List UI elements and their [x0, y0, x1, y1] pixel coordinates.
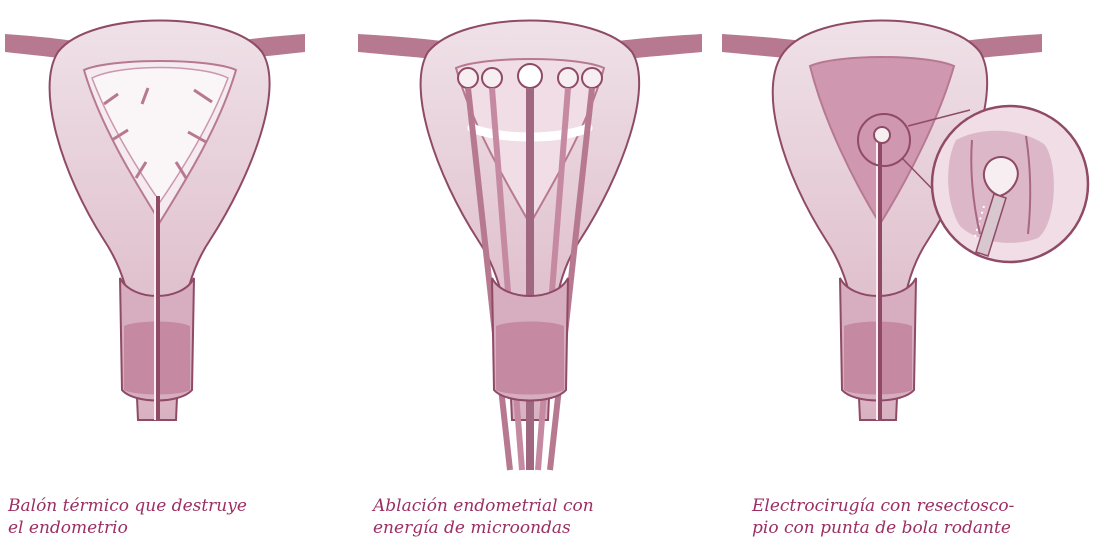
uterus-illustration-balloon [0, 0, 320, 549]
caption-electrosurgery-line-2: pio con punta de bola rodante [752, 517, 1014, 539]
caption-microwave-ablation-line-2: energía de microondas [373, 517, 594, 539]
panel-microwave-ablation [350, 0, 710, 549]
uterus-illustration-electrosurgery [712, 0, 1094, 549]
vaginal-canal [496, 322, 564, 395]
caption-thermal-balloon-line-1: Balón térmico que destruye [8, 495, 247, 517]
panel-electrosurgery [712, 0, 1094, 549]
caption-thermal-balloon-line-2: el endometrio [8, 517, 247, 539]
caption-thermal-balloon: Balón térmico que destruye el endometrio [8, 495, 247, 539]
caption-electrosurgery-line-1: Electrocirugía con resectosco- [752, 495, 1014, 517]
panel-thermal-balloon [0, 0, 320, 549]
uterus-illustration-microwave [350, 0, 710, 549]
caption-electrosurgery: Electrocirugía con resectosco- pio con p… [752, 495, 1014, 539]
caption-microwave-ablation-line-1: Ablación endometrial con [373, 495, 594, 517]
caption-microwave-ablation: Ablación endometrial con energía de micr… [373, 495, 594, 539]
rollerball-tip [874, 127, 890, 143]
